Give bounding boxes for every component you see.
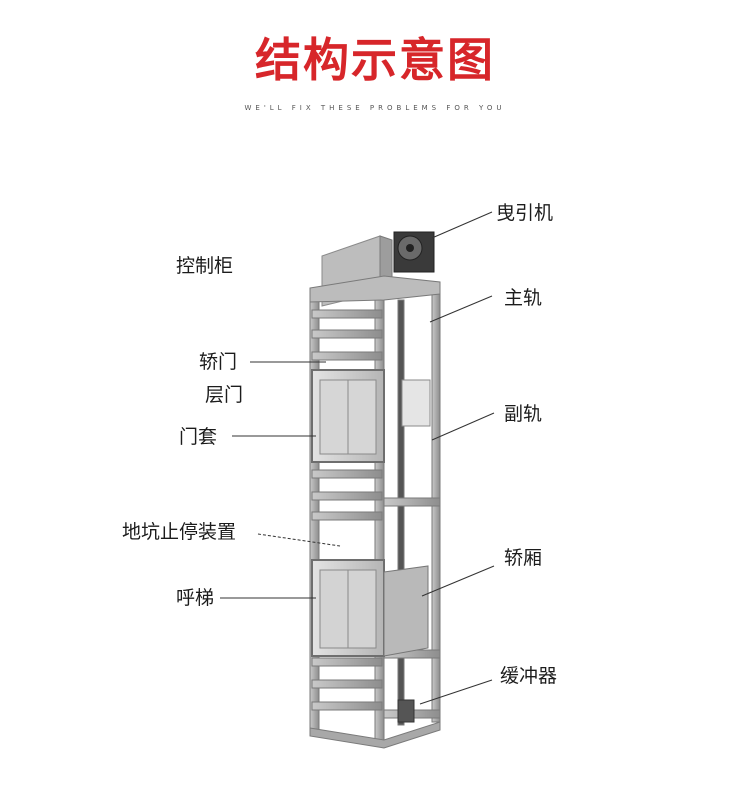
label-car-door: 轿门 xyxy=(199,351,238,373)
leader-lines xyxy=(220,211,495,705)
label-traction-machine: 曳引机 xyxy=(496,202,554,224)
hoistway-frame xyxy=(309,275,441,749)
label-landing-door: 层门 xyxy=(205,384,244,406)
page-subtitle: WE'LL FIX THESE PROBLEMS FOR YOU xyxy=(244,104,506,112)
label-door-frame: 门套 xyxy=(179,426,218,448)
label-auxiliary-rail: 副轨 xyxy=(504,403,543,425)
label-car: 轿厢 xyxy=(504,547,543,569)
page-title: 结构示意图 xyxy=(255,33,495,87)
buffer-block xyxy=(397,699,415,723)
label-call-button: 呼梯 xyxy=(176,587,215,609)
car-upper-counterweight xyxy=(401,379,431,427)
label-main-rail: 主轨 xyxy=(504,287,543,309)
upper-landing-door xyxy=(311,369,385,463)
lower-landing-door xyxy=(311,559,385,657)
label-control-cabinet: 控制柜 xyxy=(176,255,234,277)
label-buffer: 缓冲器 xyxy=(500,665,558,687)
traction-machine-unit xyxy=(393,231,435,273)
car-box xyxy=(383,565,429,657)
label-pit-stop-device: 地坑止停装置 xyxy=(122,521,237,543)
